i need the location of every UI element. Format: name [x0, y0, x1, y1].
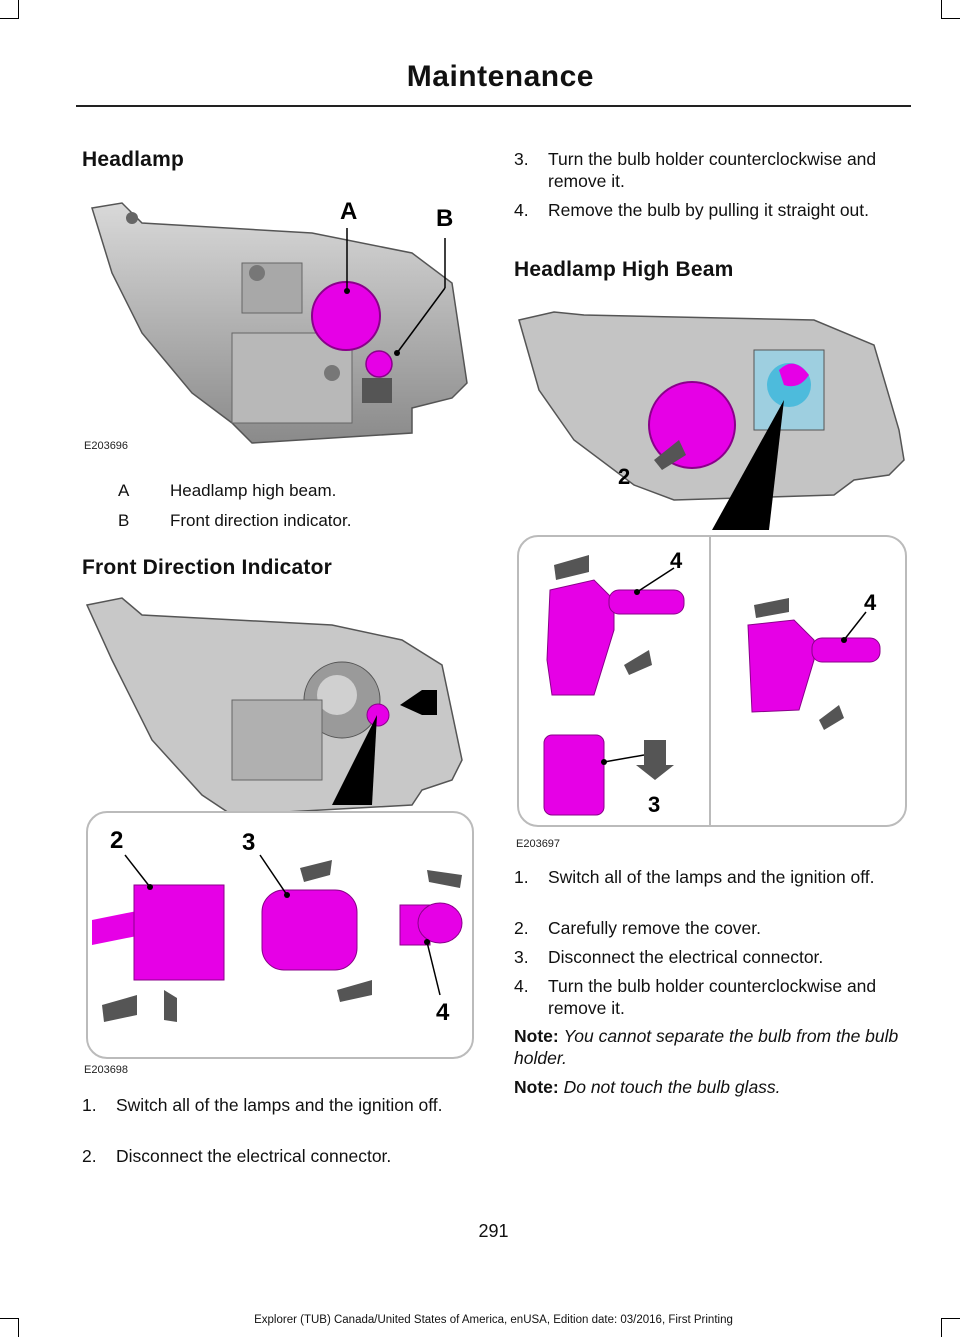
- step-text: Remove the bulb by pulling it straight o…: [548, 200, 870, 220]
- step-text: Turn the bulb holder counterclockwise an…: [548, 976, 877, 1018]
- section-title-headlamp: Headlamp: [82, 148, 184, 171]
- callout-4: 4: [436, 999, 450, 1026]
- headlamp-high-beam-highlight: [311, 281, 381, 351]
- step-text: Disconnect the electrical connector.: [116, 1146, 392, 1166]
- legend-text: Headlamp high beam.: [170, 481, 337, 500]
- step-number: 4.: [514, 200, 529, 220]
- callout-2: 2: [618, 464, 630, 489]
- note-item: Note: You cannot separate the bulb from …: [514, 1025, 914, 1069]
- note-text: Do not touch the bulb glass.: [563, 1077, 781, 1097]
- legend-item-a: A Headlamp high beam.: [118, 481, 336, 501]
- figure-code-e203697: E203697: [516, 838, 561, 850]
- page-header-title: Maintenance: [406, 60, 594, 93]
- front-direction-illustration: 2 3 4: [85, 597, 474, 1059]
- step-item: 4. Turn the bulb holder counterclockwise…: [514, 975, 914, 1019]
- header-divider: [76, 105, 911, 107]
- figure-code-e203696: E203696: [84, 440, 129, 452]
- high-beam-figure: 2 4 4 3: [514, 300, 910, 830]
- step-text: Disconnect the electrical connector.: [548, 947, 824, 967]
- crop-mark-top-left: [0, 0, 19, 19]
- section-title-front-direction: Front Direction Indicator: [82, 556, 333, 579]
- callout-2: 2: [110, 827, 123, 854]
- crop-mark-top-right: [941, 0, 960, 19]
- step-item: 4. Remove the bulb by pulling it straigh…: [514, 199, 914, 221]
- step-text: Switch all of the lamps and the ignition…: [116, 1095, 443, 1115]
- note-label: Note:: [514, 1077, 559, 1097]
- legend-key: B: [118, 511, 130, 530]
- callout-4: 4: [670, 548, 683, 573]
- front-direction-figure: 2 3 4: [82, 590, 478, 1062]
- callout-a: A: [340, 198, 357, 225]
- crop-mark-bottom-right: [941, 1318, 960, 1337]
- step-number: 1.: [514, 867, 529, 887]
- callout-3: 3: [242, 829, 255, 856]
- step-number: 4.: [514, 976, 529, 996]
- step-number: 2.: [82, 1146, 97, 1166]
- callout-b: B: [436, 205, 453, 232]
- callout-3: 3: [648, 792, 660, 817]
- section-title-high-beam: Headlamp High Beam: [514, 258, 734, 281]
- note-item: Note: Do not touch the bulb glass.: [514, 1076, 914, 1098]
- step-text: Turn the bulb holder counterclockwise an…: [548, 149, 877, 191]
- callout-4: 4: [864, 590, 877, 615]
- step-item: 2. Carefully remove the cover.: [514, 917, 914, 939]
- headlamp-figure: A B: [82, 193, 478, 455]
- step-item: 1. Switch all of the lamps and the ignit…: [82, 1094, 482, 1116]
- step-item: 3. Disconnect the electrical connector.: [514, 946, 914, 968]
- step-item: 1. Switch all of the lamps and the ignit…: [514, 866, 914, 888]
- note-text: You cannot separate the bulb from the bu…: [514, 1026, 899, 1068]
- step-text: Switch all of the lamps and the ignition…: [548, 867, 875, 887]
- headlamp-illustration: A B: [91, 198, 468, 444]
- step-item: 2. Disconnect the electrical connector.: [82, 1145, 482, 1167]
- legend-text: Front direction indicator.: [170, 511, 352, 530]
- figure-code-e203698: E203698: [84, 1064, 129, 1076]
- high-beam-illustration: 2 4 4 3: [517, 311, 907, 827]
- step-number: 1.: [82, 1095, 97, 1115]
- step-item: 3. Turn the bulb holder counterclockwise…: [514, 148, 914, 192]
- note-label: Note:: [514, 1026, 559, 1046]
- legend-item-b: B Front direction indicator.: [118, 511, 351, 531]
- step-number: 3.: [514, 149, 529, 169]
- step-number: 3.: [514, 947, 529, 967]
- step-number: 2.: [514, 918, 529, 938]
- step-text: Carefully remove the cover.: [548, 918, 762, 938]
- footer-edition-text: Explorer (TUB) Canada/United States of A…: [254, 1314, 733, 1326]
- direction-indicator-highlight: [365, 350, 393, 378]
- legend-key: A: [118, 481, 130, 500]
- page-number: 291: [478, 1221, 509, 1241]
- crop-mark-bottom-left: [0, 1318, 19, 1337]
